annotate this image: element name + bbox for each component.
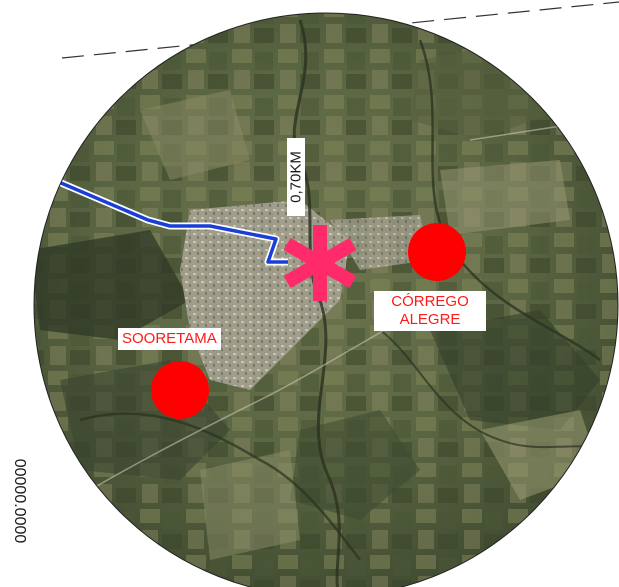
corrego-alegre-label: CÓRREGO ALEGRE	[374, 291, 486, 331]
corrego-alegre-label-line-2: ALEGRE	[399, 311, 461, 328]
boundary-dashed-line	[61, 1, 619, 59]
distance-label: 0,70KM	[287, 138, 305, 216]
sooretama-label: SOORETAMA	[118, 328, 221, 350]
corrego-alegre-marker	[408, 223, 466, 281]
coordinate-label: 00000.0000	[11, 458, 28, 544]
distance-label-text: 0,70KM	[287, 151, 305, 203]
map-circle-border	[33, 12, 619, 587]
sooretama-marker	[151, 361, 209, 419]
corrego-alegre-label-line-1: CÓRREGO	[391, 293, 469, 310]
site-asterisk-marker	[283, 225, 357, 301]
